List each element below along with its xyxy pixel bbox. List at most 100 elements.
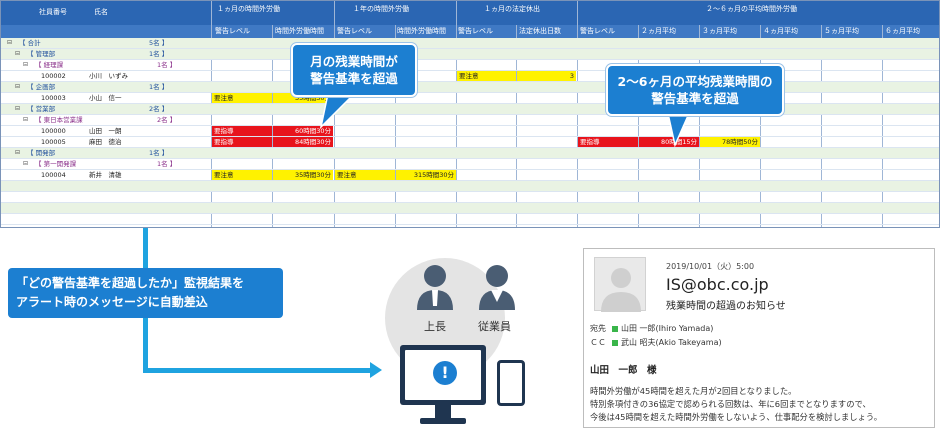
overtime-monitor-sheet: 社員番号 氏名 １ヵ月の時間外労働 １年の時間外労働 １ヵ月の法定休出 ２～６ヵ… bbox=[0, 0, 940, 228]
collapse-icon[interactable]: ⊟ bbox=[15, 105, 21, 112]
collapse-icon[interactable]: ⊟ bbox=[23, 61, 29, 68]
monitor-stand bbox=[435, 405, 451, 419]
table-row[interactable]: ⊟ 【 第一開発課 1名 】 bbox=[1, 159, 939, 170]
warn-badge: 要注意 bbox=[212, 170, 272, 180]
emp-no: 100004 bbox=[41, 171, 66, 179]
col-m1-level: 警告レベル bbox=[215, 27, 250, 35]
avg-hours: 78時間50分 bbox=[700, 137, 760, 147]
col-name: 氏名 bbox=[94, 8, 108, 16]
smartphone-icon bbox=[497, 360, 525, 406]
col-m1-hours: 時間外労働時間 bbox=[275, 27, 324, 35]
col-group-average: ２～６ヵ月の平均時間外労働 bbox=[706, 5, 797, 13]
avg-hours: 80時間15分 bbox=[639, 137, 699, 147]
callout-line: 月の残業時間が bbox=[310, 54, 398, 69]
mail-body-line: 時間外労働が45時間を超えた月が2回目となりました。 bbox=[590, 386, 797, 396]
table-row bbox=[1, 181, 939, 192]
col-y-level: 警告レベル bbox=[337, 27, 372, 35]
mail-salutation: 山田 一郎 様 bbox=[590, 365, 657, 376]
auto-insert-label: 「どの警告基準を超過したか」監視結果を アラート時のメッセージに自動差込 bbox=[8, 268, 283, 318]
yearly-hours: 315時間30分 bbox=[396, 170, 456, 180]
table-row[interactable]: ⊟ 【 東日本営業課 2名 】 bbox=[1, 115, 939, 126]
holiday-days: 3 bbox=[517, 71, 576, 81]
col-h-level: 警告レベル bbox=[458, 27, 493, 35]
boss-caption: 上長 bbox=[424, 320, 446, 333]
monitor-icon: ! bbox=[400, 345, 486, 405]
flow-text: 「どの警告基準を超過したか」監視結果を bbox=[16, 276, 245, 290]
table-row[interactable]: 100004 新井 清雄 要注意 35時間30分 要注意 315時間30分 bbox=[1, 170, 939, 181]
group-count: 1名 】 bbox=[157, 160, 177, 168]
collapse-icon[interactable]: ⊟ bbox=[15, 50, 21, 57]
cc-label: ＣＣ bbox=[590, 338, 606, 347]
status-icon bbox=[612, 339, 618, 346]
mail-body-line: 今後は45時間を超えた時間外労働をしないよう、仕事配分を検討しましょう。 bbox=[590, 412, 882, 422]
status-icon bbox=[612, 325, 618, 332]
collapse-icon[interactable]: ⊟ bbox=[15, 83, 21, 90]
callout-line: 警告基準を超過 bbox=[651, 91, 739, 106]
callout-line: 警告基準を超過 bbox=[310, 71, 398, 86]
collapse-icon[interactable]: ⊟ bbox=[23, 160, 29, 167]
group-count: 1名 】 bbox=[149, 83, 169, 91]
group-label: 【 営業部 bbox=[27, 105, 56, 113]
table-row[interactable]: ⊟ 【 営業部 2名 】 bbox=[1, 104, 939, 115]
col-avg6: ６ヵ月平均 bbox=[885, 27, 920, 35]
warn-badge: 要注意 bbox=[457, 71, 516, 81]
table-row[interactable]: ⊟ 【 経理課 1名 】 bbox=[1, 60, 939, 71]
table-row[interactable]: ⊟ 【 開発部 1名 】 bbox=[1, 148, 939, 159]
mail-sender: IS@obc.co.jp bbox=[666, 275, 769, 294]
col-group-holiday: １ヵ月の法定休出 bbox=[484, 5, 540, 13]
table-row[interactable]: 100002 小川 いずみ 要注意 3 bbox=[1, 71, 939, 82]
to-recipient[interactable]: 山田 一郎(Ihiro Yamada) bbox=[621, 324, 714, 333]
collapse-icon[interactable]: ⊟ bbox=[7, 39, 13, 46]
callout-line: 2～6ヶ月の平均残業時間の bbox=[617, 74, 773, 89]
group-count: 1名 】 bbox=[149, 50, 169, 58]
mail-body-line: 特別条項付きの36協定で認められる回数は、年に6回までとなりますので、 bbox=[590, 399, 871, 409]
employee-icon bbox=[479, 265, 515, 310]
col-avg3: ３ヵ月平均 bbox=[702, 27, 737, 35]
table-row[interactable]: 100005 麻田 徳治 要指導 84時間30分 要指導 80時間15分 78時… bbox=[1, 137, 939, 148]
emp-name: 新井 清雄 bbox=[89, 171, 122, 179]
col-avg2: ２ヵ月平均 bbox=[641, 27, 676, 35]
mail-body: 時間外労働が45時間を超えた月が2回目となりました。 特別条項付きの36協定で認… bbox=[590, 385, 882, 424]
mail-to: 宛先 山田 一郎(Ihiro Yamada) bbox=[590, 323, 713, 334]
emp-no: 100003 bbox=[41, 94, 66, 102]
flow-arrow-icon bbox=[370, 362, 382, 378]
col-h-days: 法定休出日数 bbox=[519, 27, 561, 35]
group-label: 【 開発部 bbox=[27, 149, 56, 157]
group-label: 【 経理課 bbox=[35, 61, 64, 69]
group-label: 【 合計 bbox=[19, 39, 41, 47]
collapse-icon[interactable]: ⊟ bbox=[23, 116, 29, 123]
col-group-monthly: １ヵ月の時間外労働 bbox=[217, 5, 280, 13]
emp-name: 麻田 徳治 bbox=[89, 138, 122, 146]
cc-recipient[interactable]: 武山 昭夫(Akio Takeyama) bbox=[621, 338, 722, 347]
table-row[interactable]: ⊟ 【 管理部 1名 】 bbox=[1, 49, 939, 60]
overtime-hours: 35時間30分 bbox=[273, 170, 333, 180]
sheet-subheader: 警告レベル 時間外労働時間 警告レベル 時間外労働時間 警告レベル 法定休出日数… bbox=[1, 25, 939, 38]
group-label: 【 第一開発課 bbox=[35, 160, 77, 168]
callout-pointer bbox=[666, 109, 692, 148]
callout-average-exceed: 2～6ヶ月の平均残業時間の 警告基準を超過 bbox=[606, 64, 784, 116]
sheet-header: 社員番号 氏名 １ヵ月の時間外労働 １年の時間外労働 １ヵ月の法定休出 ２～６ヵ… bbox=[1, 1, 939, 25]
boss-icon bbox=[417, 265, 453, 310]
employee-caption: 従業員 bbox=[478, 320, 511, 333]
warn-badge: 要注意 bbox=[212, 93, 272, 103]
table-row[interactable]: ⊟ 【 合計 5名 】 bbox=[1, 38, 939, 49]
table-row[interactable]: ⊟ 【 企画部 1名 】 bbox=[1, 82, 939, 93]
overtime-hours: 84時間30分 bbox=[273, 137, 333, 147]
monitor-base bbox=[420, 418, 466, 424]
emp-no: 100002 bbox=[41, 72, 66, 80]
table-row bbox=[1, 203, 939, 214]
col-y-hours: 時間外労働時間 bbox=[397, 27, 446, 35]
to-label: 宛先 bbox=[590, 324, 606, 333]
group-label: 【 企画部 bbox=[27, 83, 56, 91]
flow-text: アラート時のメッセージに自動差込 bbox=[16, 295, 208, 309]
col-avg-level: 警告レベル bbox=[580, 27, 615, 35]
emp-no: 100000 bbox=[41, 127, 66, 135]
alert-icon: ! bbox=[433, 361, 457, 385]
group-label: 【 東日本営業課 bbox=[35, 116, 83, 124]
group-count: 1名 】 bbox=[157, 61, 177, 69]
emp-name: 山田 一朗 bbox=[89, 127, 122, 135]
collapse-icon[interactable]: ⊟ bbox=[15, 149, 21, 156]
table-row[interactable]: 100000 山田 一朗 要指導 60時間30分 bbox=[1, 126, 939, 137]
guide-badge: 要指導 bbox=[212, 137, 272, 147]
table-row[interactable]: 100003 小山 信一 要注意 35時間30分 bbox=[1, 93, 939, 104]
